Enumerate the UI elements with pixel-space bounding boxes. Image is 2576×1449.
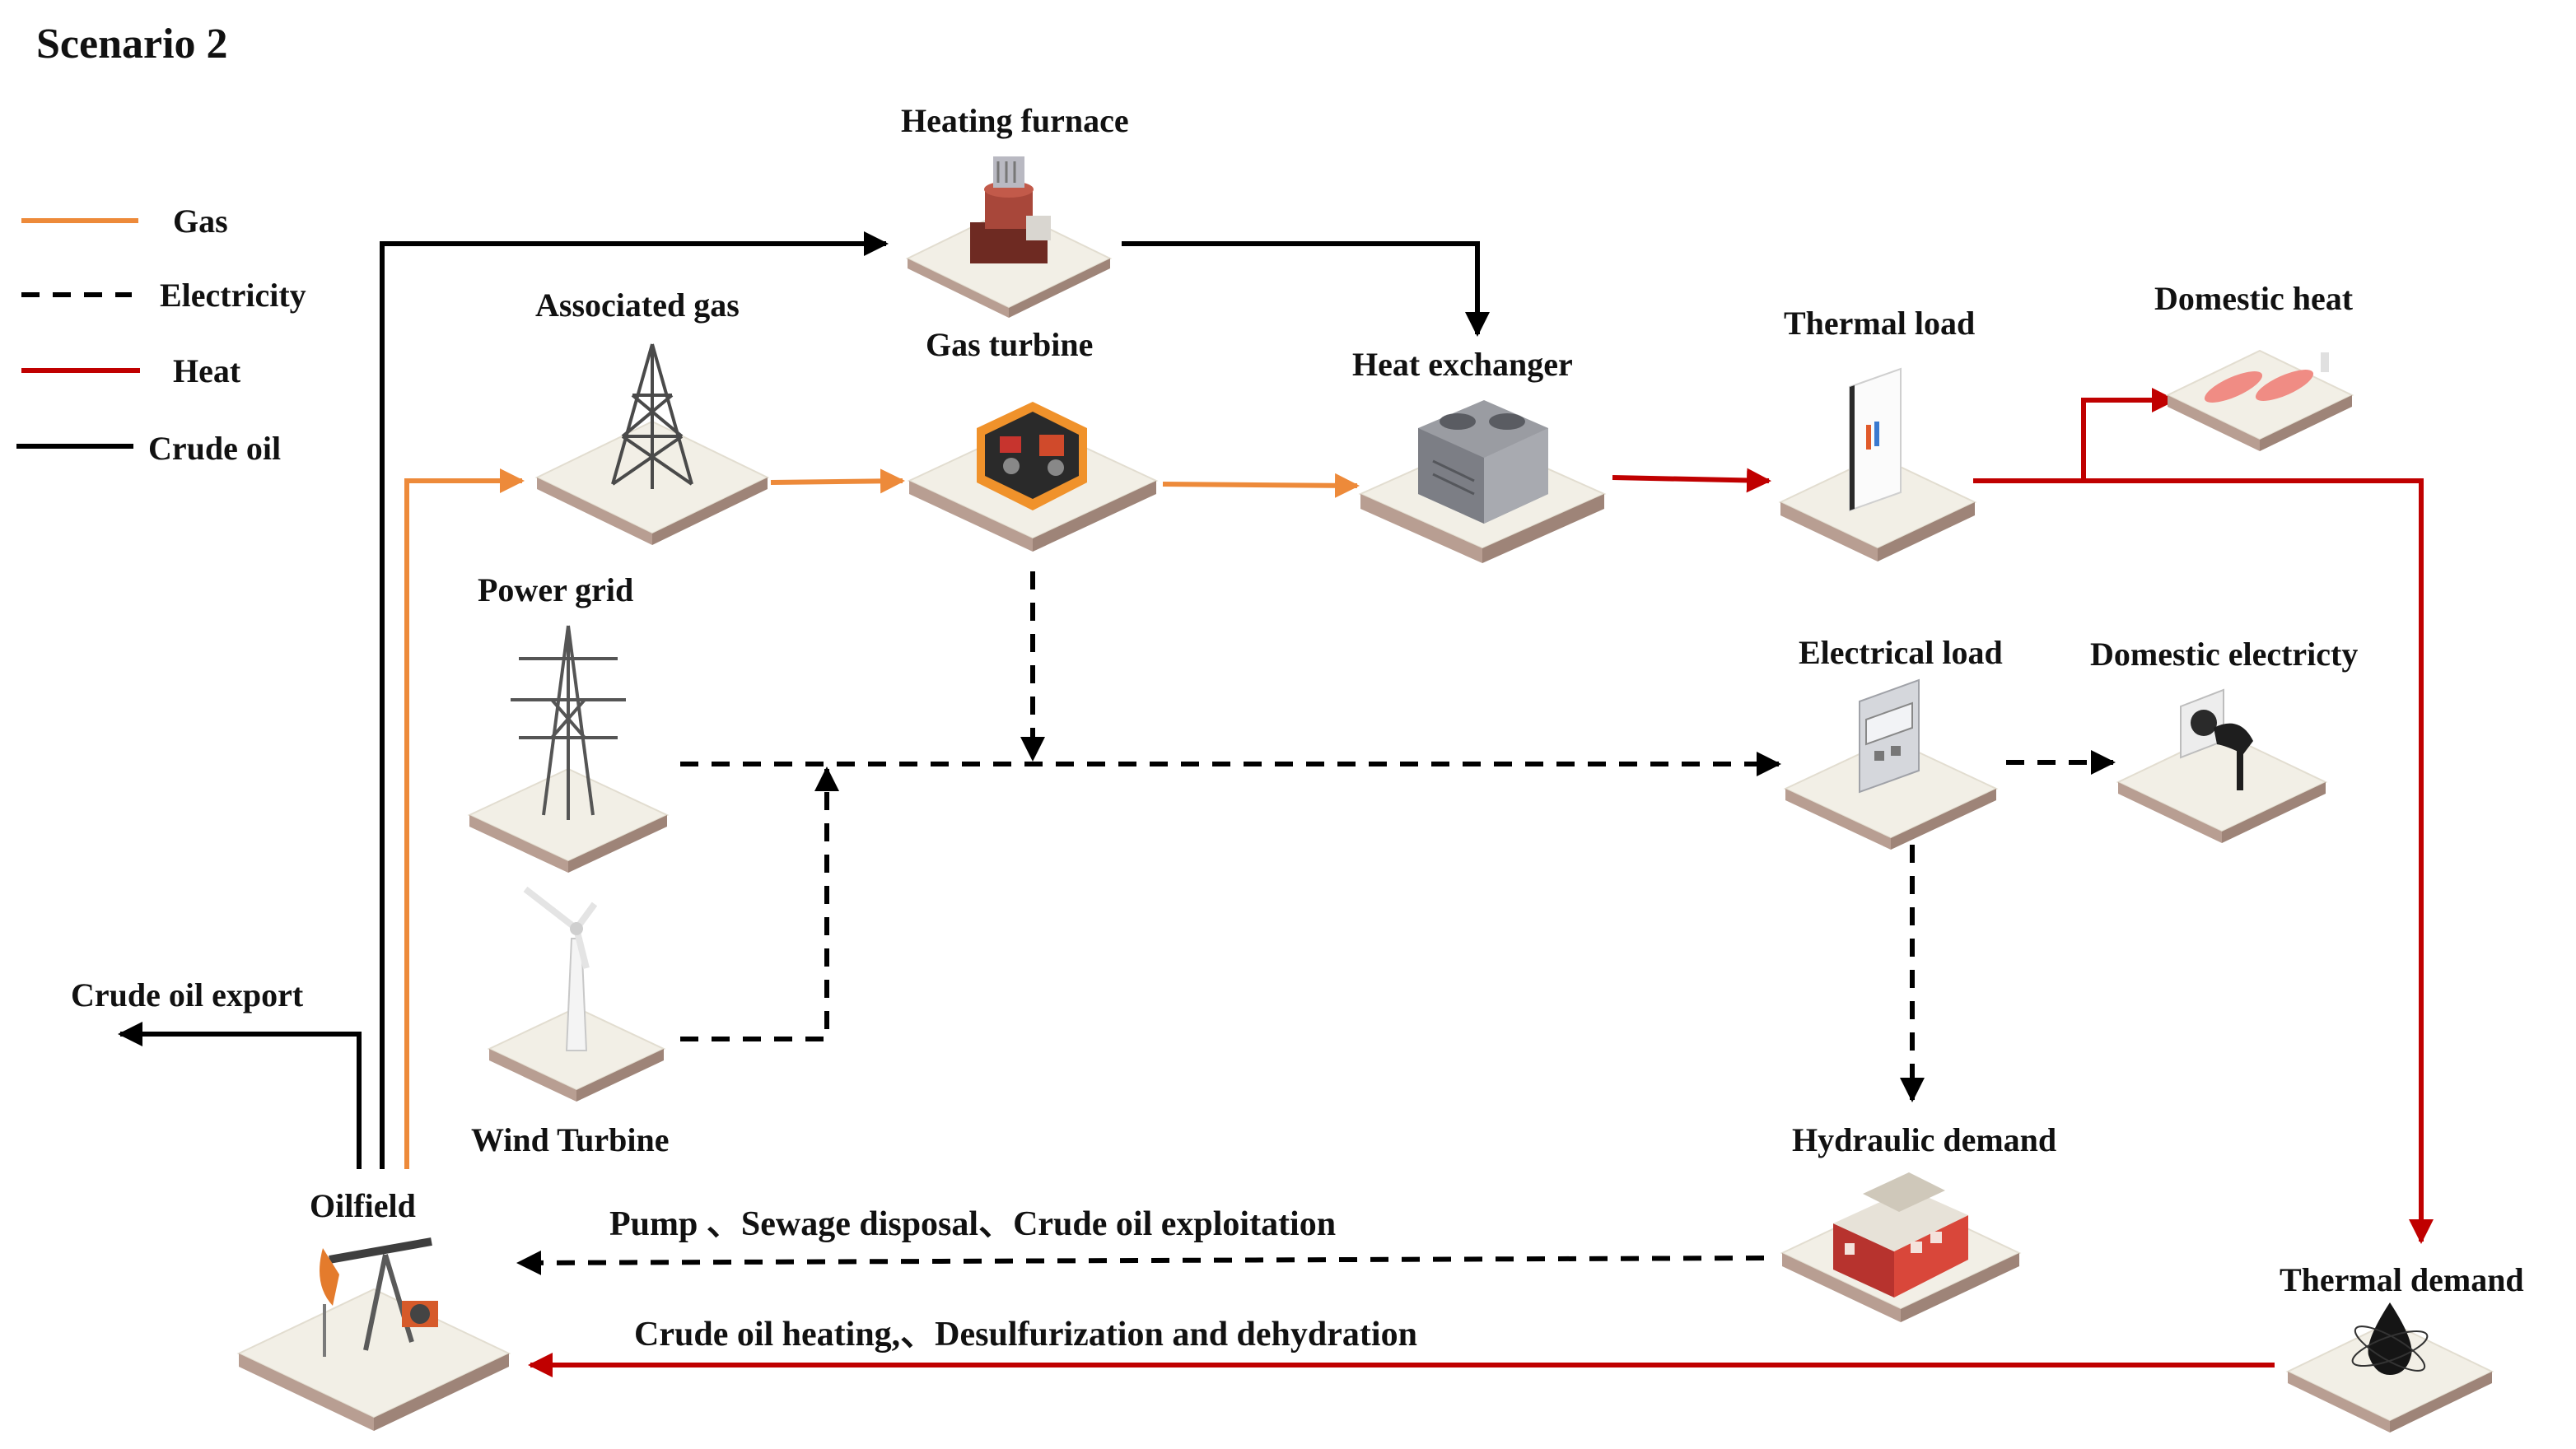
legend-label-electricity: Electricity xyxy=(160,277,306,314)
pump-station-icon xyxy=(1833,1172,1968,1298)
node-label-domestic-electricity: Domestic electricty xyxy=(2090,636,2358,673)
node-gas-turbine: Gas turbine xyxy=(907,326,1159,552)
node-label-gas-turbine: Gas turbine xyxy=(926,326,1093,363)
legend: Gas Electricity Heat Crude oil xyxy=(16,203,306,467)
node-label-associated-gas: Associated gas xyxy=(535,287,740,324)
wind-turbine-icon xyxy=(523,886,598,1051)
generator-icon xyxy=(977,402,1087,510)
node-associated-gas: Associated gas xyxy=(534,287,770,545)
label-heat-uses: Crude oil heating,、Desulfurization and d… xyxy=(634,1316,1417,1353)
node-label-thermal-demand: Thermal demand xyxy=(2280,1261,2524,1298)
node-domestic-heat: Domestic heat xyxy=(2154,280,2354,451)
node-label-thermal-load: Thermal load xyxy=(1784,305,1975,342)
transmission-tower-icon xyxy=(511,625,626,820)
node-label-domestic-heat: Domestic heat xyxy=(2154,280,2354,317)
node-thermal-demand: Thermal demand xyxy=(2280,1261,2524,1433)
socket-plug-icon xyxy=(2180,688,2253,790)
node-wind-turbine: Wind Turbine xyxy=(471,886,670,1158)
derrick-icon xyxy=(611,343,693,489)
node-label-heating-furnace: Heating furnace xyxy=(901,102,1129,139)
flow-furnace-to-heat-exchanger xyxy=(1122,241,1490,337)
node-power-grid: Power grid xyxy=(467,571,670,873)
flow-heat-to-thermal-demand xyxy=(2084,478,2434,1244)
flow-heat-to-domestic-heat xyxy=(1973,388,2177,483)
flow-gas-oilfield-to-associated-gas xyxy=(404,468,525,1169)
legend-label-gas: Gas xyxy=(173,203,228,240)
legend-label-crude-oil: Crude oil xyxy=(148,430,281,467)
heat-exchanger-icon xyxy=(1418,400,1548,524)
flow-gas-associated-to-turbine xyxy=(770,468,905,494)
oil-drop-icon xyxy=(2351,1302,2429,1375)
flow-elec-wind-to-bus xyxy=(680,766,839,1041)
diagram-title: Scenario 2 xyxy=(36,21,228,68)
node-label-heat-exchanger: Heat exchanger xyxy=(1352,346,1573,383)
node-label-electrical-load: Electrical load xyxy=(1799,634,2003,671)
node-electrical-load: Electrical load xyxy=(1783,634,2003,850)
node-label-oilfield: Oilfield xyxy=(310,1187,416,1224)
flow-oil-to-heating-furnace xyxy=(380,231,889,1169)
flow-elec-hydraulic-to-oilfield xyxy=(516,1250,1765,1275)
pumpjack-icon xyxy=(320,1237,438,1357)
node-label-power-grid: Power grid xyxy=(478,571,633,608)
flow-gas-turbine-to-heat-exchanger xyxy=(1162,473,1360,498)
furnace-icon xyxy=(970,156,1051,263)
node-heat-exchanger: Heat exchanger xyxy=(1352,346,1607,563)
node-thermal-load: Thermal load xyxy=(1778,305,1977,561)
electric-meter-icon xyxy=(1859,678,1920,794)
flow-heat-exchanger-to-thermal-load xyxy=(1612,468,1771,493)
node-hydraulic-demand: Hydraulic demand xyxy=(1780,1121,2056,1322)
node-domestic-electricity: Domestic electricty xyxy=(2090,636,2358,843)
node-label-wind-turbine: Wind Turbine xyxy=(471,1121,670,1158)
boiler-icon xyxy=(1849,367,1902,512)
flow-crude-oil-export xyxy=(118,1022,362,1169)
radiator-icon xyxy=(2204,352,2329,403)
legend-label-heat: Heat xyxy=(173,352,241,389)
node-label-hydraulic-demand: Hydraulic demand xyxy=(1792,1121,2056,1158)
label-crude-oil-export: Crude oil export xyxy=(71,976,304,1013)
node-oilfield: Oilfield xyxy=(236,1187,511,1431)
node-heating-furnace: Heating furnace xyxy=(901,102,1129,318)
label-electric-uses: Pump 、Sewage disposal、Crude oil exploita… xyxy=(609,1205,1336,1243)
